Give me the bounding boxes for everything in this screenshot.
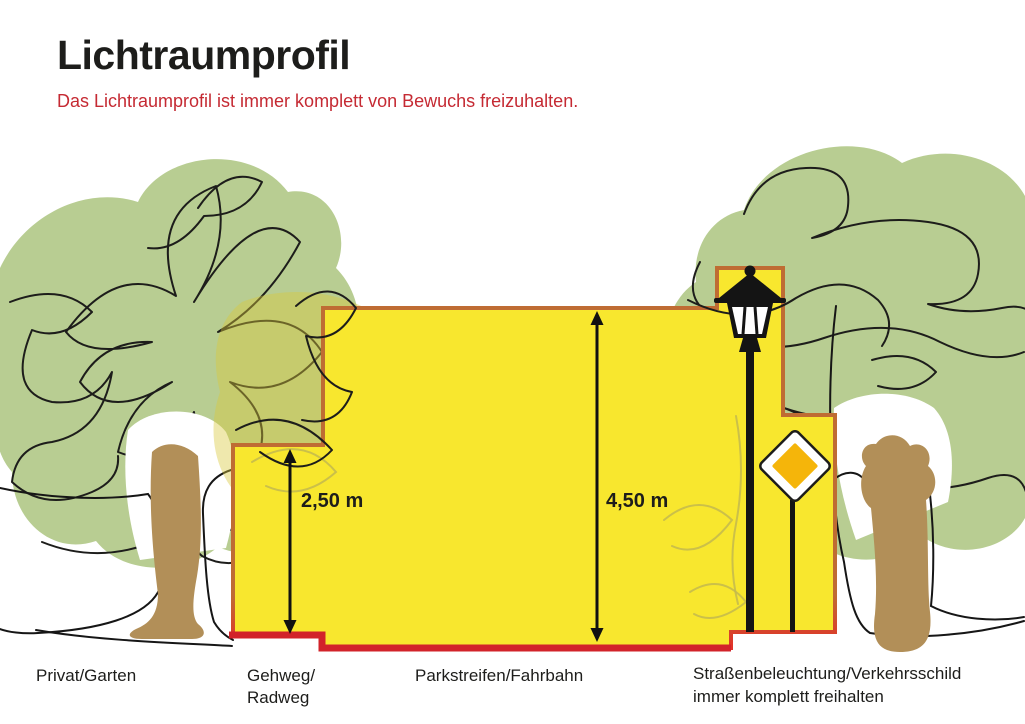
street-lamp-icon: [714, 265, 786, 632]
label-lighting-line2: immer komplett freihalten: [693, 687, 884, 706]
lamp-finial: [744, 265, 756, 277]
header: Lichtraumprofil Das Lichtraumprofil ist …: [57, 32, 579, 112]
lamp-cap: [719, 273, 781, 298]
lamp-post: [746, 350, 754, 632]
lamp-glass: [732, 307, 768, 334]
priority-road-sign-icon: [759, 430, 831, 632]
page-subtitle: Das Lichtraumprofil ist immer komplett v…: [57, 91, 579, 112]
label-sidewalk-line2: Radweg: [247, 688, 309, 707]
arrow-up-icon: [283, 449, 297, 463]
label-sidewalk-line1: Gehweg/: [247, 666, 315, 685]
right-tree-trunk: [861, 435, 936, 652]
left-tree-trunk: [129, 444, 204, 639]
sidewalk-measurement: 2,50 m: [283, 449, 363, 634]
ground-outlines: [0, 305, 1025, 647]
label-private: Privat/Garten: [36, 666, 136, 685]
ground-base-line: [229, 631, 731, 652]
sidewalk-clearance-value: 2,50 m: [301, 490, 363, 512]
label-road: Parkstreifen/Fahrbahn: [415, 666, 583, 685]
road-clearance-value: 4,50 m: [606, 490, 668, 512]
sign-inner-diamond: [772, 443, 818, 489]
arrow-up-icon: [590, 311, 604, 325]
page-title: Lichtraumprofil: [57, 32, 351, 78]
lamp-brim: [714, 298, 786, 303]
arrow-down-icon: [283, 620, 297, 634]
sign-post: [790, 500, 795, 632]
arrow-down-icon: [590, 628, 604, 642]
road-measurement: 4,50 m: [590, 311, 668, 642]
zone-labels: Privat/Garten Gehweg/ Radweg Parkstreife…: [36, 664, 961, 707]
label-lighting-line1: Straßenbeleuchtung/Verkehrsschild: [693, 664, 961, 683]
lamp-collar: [739, 338, 761, 352]
